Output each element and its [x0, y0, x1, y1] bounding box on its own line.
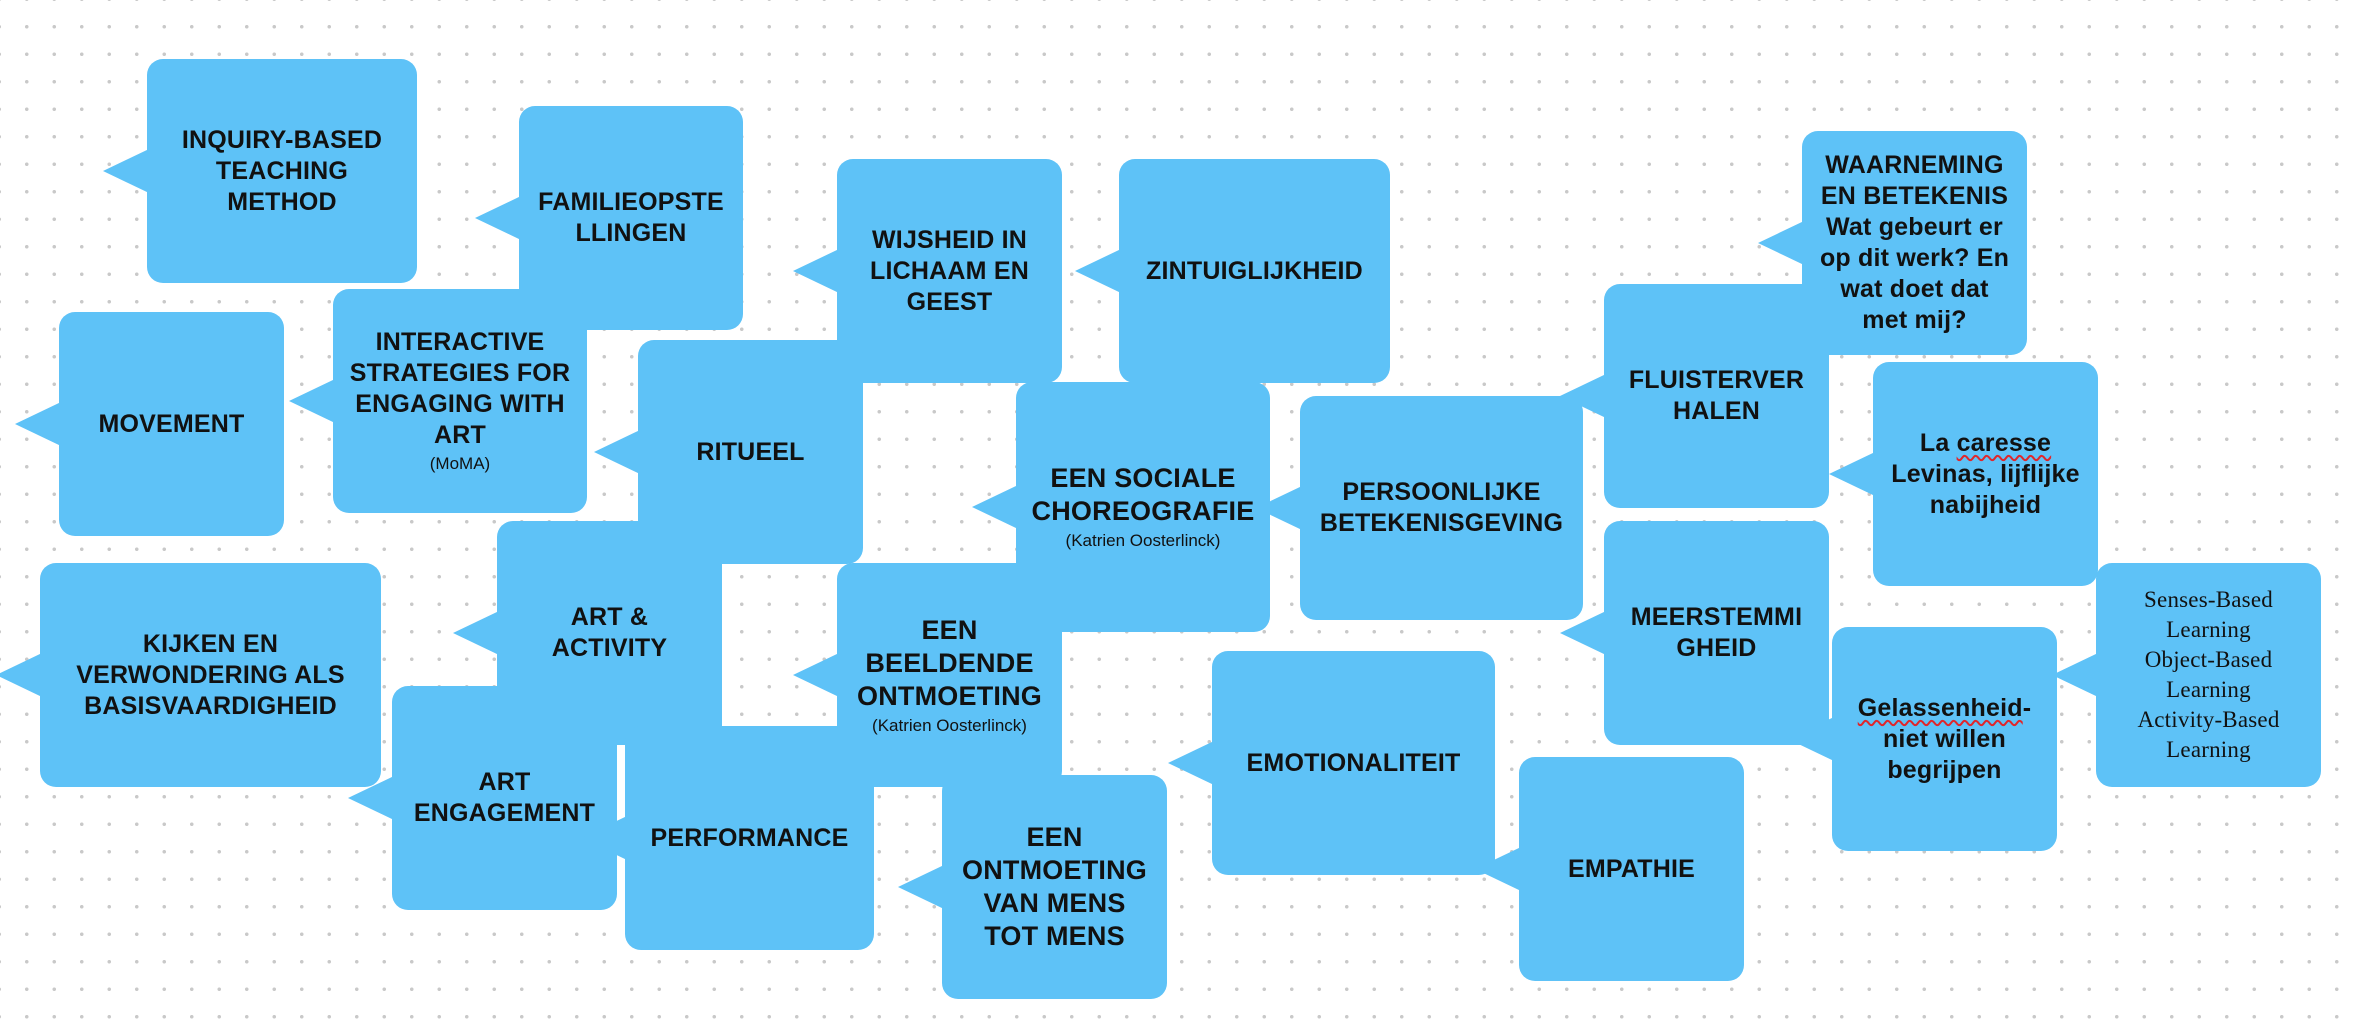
- sticky-senses-based[interactable]: Senses-Based Learning Object-Based Learn…: [2096, 563, 2321, 787]
- note-subtext: (Katrien Oosterlinck): [872, 715, 1027, 735]
- sticky-gelassenheid[interactable]: Gelassenheid- niet willen begrijpen: [1832, 627, 2057, 851]
- sticky-empathie[interactable]: EMPATHIE: [1519, 757, 1744, 981]
- note-subtext: (Katrien Oosterlinck): [1065, 531, 1221, 550]
- note-text: EMPATHIE: [1567, 854, 1696, 883]
- note-text: KIJKEN EN VERWONDERING ALS BASISVAARDIGH…: [76, 629, 345, 720]
- note-text: FAMILIEOPSTE LLINGEN: [538, 188, 724, 247]
- note-text: WIJSHEID IN LICHAAM EN GEEST: [870, 225, 1029, 316]
- sticky-kijken-verwondering[interactable]: KIJKEN EN VERWONDERING ALS BASISVAARDIGH…: [40, 563, 381, 787]
- note-text: PERFORMANCE: [650, 823, 849, 852]
- sticky-la-caresse[interactable]: La caresse Levinas, lijflijke nabijheid: [1873, 362, 2098, 586]
- sticky-performance[interactable]: PERFORMANCE: [625, 726, 874, 950]
- note-text: EMOTIONALITEIT: [1246, 748, 1461, 777]
- note-text: Senses-Based Learning Object-Based Learn…: [2137, 587, 2280, 762]
- note-text: RITUEEL: [696, 437, 805, 466]
- note-text: La caresse Levinas, lijflijke nabijheid: [1891, 428, 2080, 519]
- note-text: ART ENGAGEMENT: [413, 768, 596, 827]
- sticky-wijsheid[interactable]: WIJSHEID IN LICHAAM EN GEEST: [837, 159, 1062, 383]
- sticky-meerstemmigheid[interactable]: MEERSTEMMI GHEID: [1604, 521, 1829, 745]
- note-text: MOVEMENT: [98, 409, 245, 438]
- sticky-waarneming[interactable]: WAARNEMING EN BETEKENIS Wat gebeurt er o…: [1802, 131, 2027, 355]
- note-text: INQUIRY-BASED TEACHING METHOD: [181, 125, 383, 216]
- note-text: EEN ONTMOETING VAN MENS TOT MENS: [962, 822, 1147, 951]
- note-subtext: (MoMA): [429, 454, 491, 473]
- note-text: FLUISTERVER HALEN: [1628, 366, 1805, 425]
- sticky-fluistervertalen[interactable]: FLUISTERVER HALEN: [1604, 284, 1829, 508]
- note-text: MEERSTEMMI GHEID: [1630, 603, 1803, 662]
- spellcheck-underlined-word: Gelassenheid: [1857, 693, 2023, 722]
- note-text: ART & ACTIVITY: [551, 603, 668, 662]
- note-text: ZINTUIGLIJKHEID: [1146, 256, 1363, 285]
- spellcheck-underlined-word: caresse: [1956, 428, 2052, 457]
- sticky-art-engagement[interactable]: ART ENGAGEMENT: [392, 686, 617, 910]
- sticky-sociale-choreografie[interactable]: EEN SOCIALE CHOREOGRAFIE (Katrien Ooster…: [1016, 382, 1270, 632]
- note-text: Gelassenheid- niet willen begrijpen: [1857, 693, 2032, 784]
- sticky-movement[interactable]: MOVEMENT: [59, 312, 284, 536]
- note-text: INTERACTIVE STRATEGIES FOR ENGAGING WITH…: [349, 328, 571, 449]
- sticky-emotionaliteit[interactable]: EMOTIONALITEIT: [1212, 651, 1495, 875]
- sticky-ontmoeting-mens[interactable]: EEN ONTMOETING VAN MENS TOT MENS: [942, 775, 1167, 999]
- note-text: WAARNEMING EN BETEKENIS Wat gebeurt er o…: [1819, 151, 2010, 334]
- note-text: EEN BEELDENDE ONTMOETING: [857, 614, 1042, 711]
- note-text: PERSOONLIJKE BETEKENISGEVING: [1319, 478, 1564, 537]
- sticky-interactive-strategies[interactable]: INTERACTIVE STRATEGIES FOR ENGAGING WITH…: [333, 289, 587, 513]
- sticky-persoonlijke-betekenisgeving[interactable]: PERSOONLIJKE BETEKENISGEVING: [1300, 396, 1583, 620]
- sticky-beeldende-ontmoeting[interactable]: EEN BEELDENDE ONTMOETING (Katrien Ooster…: [837, 563, 1062, 787]
- sticky-inquiry-based[interactable]: INQUIRY-BASED TEACHING METHOD: [147, 59, 417, 283]
- note-text: EEN SOCIALE CHOREOGRAFIE: [1031, 463, 1255, 526]
- sticky-zintuiglijkheid[interactable]: ZINTUIGLIJKHEID: [1119, 159, 1390, 383]
